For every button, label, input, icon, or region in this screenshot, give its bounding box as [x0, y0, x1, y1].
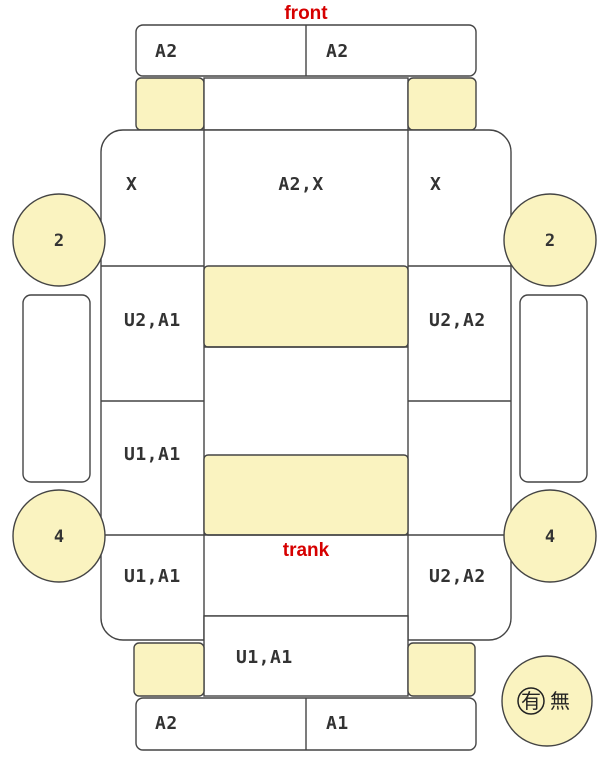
left-quarter-label: U1,A1	[124, 566, 181, 587]
tire-rear-left-value: 4	[54, 527, 64, 547]
right-front-door-label: U2,A2	[429, 310, 486, 331]
hood-label: A2,X	[278, 174, 323, 195]
right-fender-label: X	[430, 174, 441, 195]
body-outline	[100, 129, 512, 641]
right-headlight[interactable]	[407, 77, 477, 131]
left-fender-label: X	[126, 174, 137, 195]
trank-label: trank	[283, 540, 330, 561]
left-front-door-label: U2,A1	[124, 310, 181, 331]
tire-rear-right-circle	[503, 489, 597, 583]
spare-has-label: 有	[521, 689, 541, 713]
tire-front-right-value: 2	[545, 231, 555, 251]
spare-none-label: 無	[550, 689, 570, 713]
spare-has-ring	[517, 687, 545, 715]
rear-bumper-right-label: A1	[326, 713, 349, 734]
left-rear-door-label: U1,A1	[124, 444, 181, 465]
tire-front-right-circle	[503, 193, 597, 287]
tire-rear-right-value: 4	[545, 527, 555, 547]
tire-rear-left[interactable]: 4	[12, 489, 106, 583]
left-headlight[interactable]	[135, 77, 205, 131]
spare-tire-circle	[501, 655, 593, 747]
trunk-lid-label: U1,A1	[236, 647, 293, 668]
tire-front-left[interactable]: 2	[12, 193, 106, 287]
tire-front-left-value: 2	[54, 231, 64, 251]
grille[interactable]	[203, 77, 409, 131]
rear-bumper-left-label: A2	[155, 713, 178, 734]
tire-rear-left-circle	[12, 489, 106, 583]
front-bumper-left-label: A2	[155, 41, 178, 62]
front-bumper-right-label: A2	[326, 41, 349, 62]
tire-front-right[interactable]: 2	[503, 193, 597, 287]
tire-front-left-circle	[12, 193, 106, 287]
left-side-step[interactable]	[22, 294, 91, 483]
windshield[interactable]	[203, 265, 409, 348]
spare-tire-indicator[interactable]: 有 無	[501, 655, 593, 747]
right-side-step[interactable]	[519, 294, 588, 483]
rear-window[interactable]	[203, 454, 409, 536]
right-taillight[interactable]	[407, 642, 476, 697]
right-quarter-label: U2,A2	[429, 566, 486, 587]
tire-rear-right[interactable]: 4	[503, 489, 597, 583]
left-taillight[interactable]	[133, 642, 205, 697]
trunk-lid[interactable]	[203, 615, 409, 697]
front-label: front	[284, 3, 328, 24]
